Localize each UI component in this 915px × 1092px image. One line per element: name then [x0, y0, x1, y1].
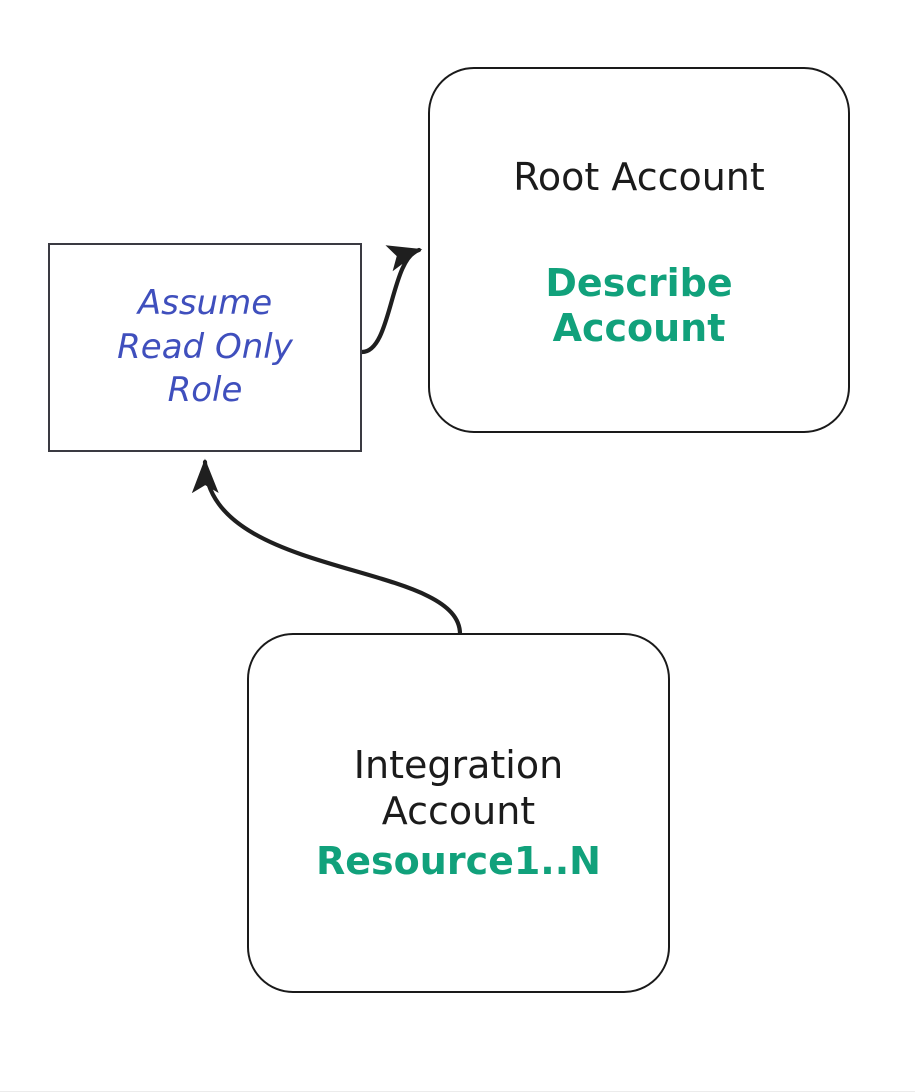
root-account-accent-line-2: Account [552, 305, 726, 350]
root-account-accent: Describe Account [545, 261, 732, 351]
assume-role-label-line-2: Read Only [117, 326, 293, 367]
integration-account-title-line-1: Integration [353, 742, 564, 787]
node-assume-role[interactable]: Assume Read Only Role [48, 243, 362, 452]
assume-role-label-line-1: Assume [137, 283, 273, 324]
integration-account-accent: Resource1..N [316, 838, 601, 883]
integration-account-title-line-2: Account [381, 789, 536, 834]
node-integration-account[interactable]: Integration Account Resource1..N [247, 633, 670, 993]
node-root-account[interactable]: Root Account Describe Account [428, 67, 850, 433]
assume-role-label-line-3: Role [167, 370, 243, 411]
root-account-accent-line-1: Describe [545, 261, 733, 306]
integration-account-title: Integration Account [354, 742, 563, 835]
root-account-title: Root Account [513, 155, 765, 200]
assume-role-label: Assume Read Only Role [103, 282, 307, 413]
edge-assume-role-to-root-account [359, 245, 423, 355]
edge-integration-account-to-assume-role [191, 458, 463, 637]
